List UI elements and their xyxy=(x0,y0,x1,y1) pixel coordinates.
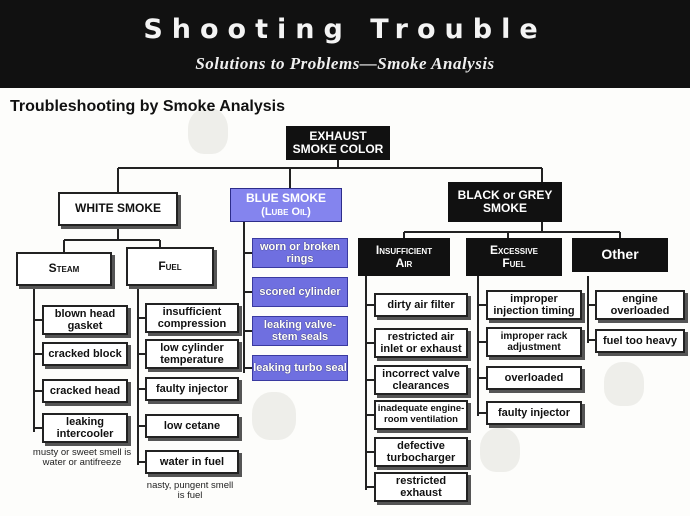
insufficient-air-item: restricted air inlet or exhaust xyxy=(374,328,468,358)
blue-item: leaking turbo seal xyxy=(252,355,348,381)
node-other: Other xyxy=(572,238,668,272)
fuel-item: low cetane xyxy=(145,414,239,438)
steam-item: leaking intercooler xyxy=(42,413,128,443)
blue-item: leaking valve-stem seals xyxy=(252,316,348,346)
fuel-item: water in fuel xyxy=(145,450,239,474)
fuel-item: insufficient compression xyxy=(145,303,239,333)
node-white-smoke: WHITE SMOKE xyxy=(58,192,178,226)
insufficient-air-item: incorrect valve clearances xyxy=(374,365,468,395)
steam-item: cracked block xyxy=(42,342,128,366)
node-exhaust-smoke-color: EXHAUST SMOKE COLOR xyxy=(286,126,390,160)
blue-item: worn or broken rings xyxy=(252,238,348,268)
excessive-fuel-item: overloaded xyxy=(486,366,582,390)
node-excessive-fuel: Excessive Fuel xyxy=(466,238,562,276)
node-blue-smoke: BLUE SMOKE (Lube Oil) xyxy=(230,188,342,222)
steam-item: cracked head xyxy=(42,379,128,403)
excessive-fuel-item: improper injection timing xyxy=(486,290,582,320)
skull-watermark xyxy=(252,392,296,440)
fuel-item: low cylinder temperature xyxy=(145,339,239,369)
skull-watermark xyxy=(188,108,228,154)
insufficient-air-item: dirty air filter xyxy=(374,293,468,317)
insufficient-air-item: inadequate engine-room ventilation xyxy=(374,400,468,430)
blue-smoke-label: BLUE SMOKE xyxy=(245,191,326,206)
node-black-grey-smoke: BLACK or GREY SMOKE xyxy=(448,182,562,222)
skull-watermark xyxy=(604,362,644,406)
banner-subtitle: Solutions to Problems—Smoke Analysis xyxy=(195,54,495,73)
other-item: engine overloaded xyxy=(595,290,685,320)
banner-title: Shooting Trouble xyxy=(143,14,547,45)
steam-note: musty or sweet smell is water or antifre… xyxy=(32,447,132,469)
title-banner: Shooting Trouble Solutions to Problems—S… xyxy=(0,0,690,88)
fuel-note: nasty, pungent smell is fuel xyxy=(146,480,234,502)
blue-smoke-sublabel: (Lube Oil) xyxy=(261,205,311,218)
blue-item: scored cylinder xyxy=(252,277,348,307)
excessive-fuel-item: faulty injector xyxy=(486,401,582,425)
page-title: Troubleshooting by Smoke Analysis xyxy=(10,98,286,115)
steam-item: blown head gasket xyxy=(42,305,128,335)
excessive-fuel-item: improper rack adjustment xyxy=(486,327,582,357)
skull-watermark xyxy=(480,428,520,472)
insufficient-air-item: restricted exhaust xyxy=(374,472,468,502)
insufficient-air-item: defective turbocharger xyxy=(374,437,468,467)
node-steam: Steam xyxy=(16,252,112,286)
node-fuel: Fuel xyxy=(126,247,214,286)
fuel-item: faulty injector xyxy=(145,377,239,401)
node-insufficient-air: Insufficient Air xyxy=(358,238,450,276)
other-item: fuel too heavy xyxy=(595,329,685,353)
